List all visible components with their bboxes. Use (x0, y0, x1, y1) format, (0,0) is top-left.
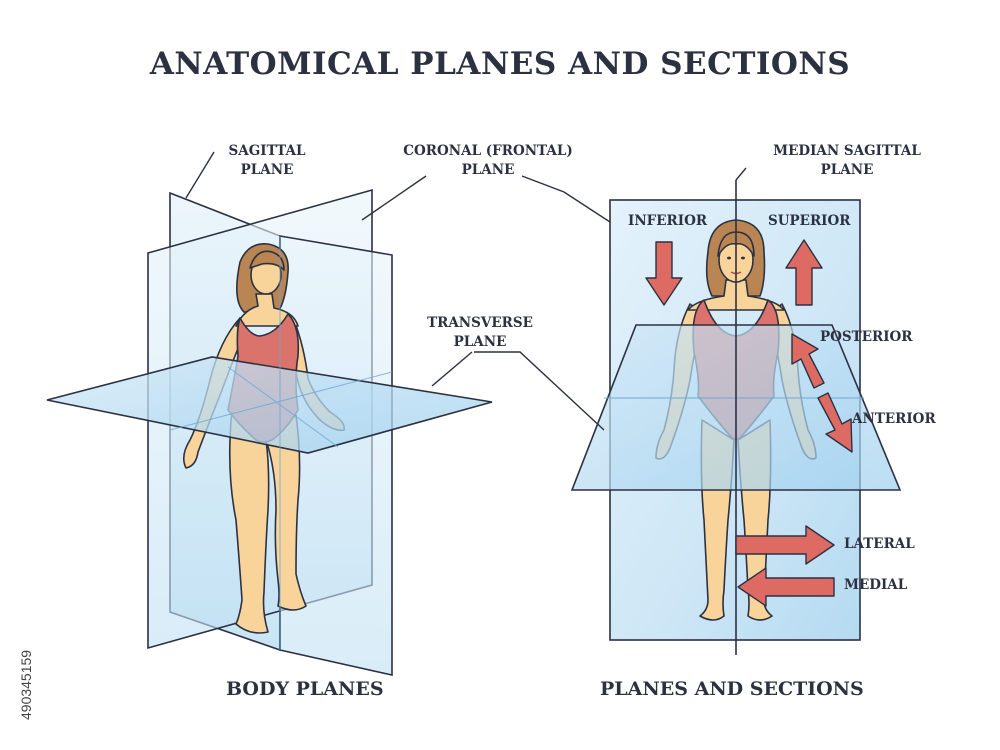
stock-id: 490345159 (16, 520, 36, 720)
superior-label: SUPERIOR (768, 213, 851, 229)
transverse-plane-left (46, 356, 493, 454)
lateral-label: LATERAL (844, 536, 915, 552)
medial-label: MEDIAL (844, 577, 908, 593)
posterior-label: POSTERIOR (820, 329, 913, 345)
median-sagittal-plane-label: MEDIAN SAGITTAL PLANE (752, 142, 942, 180)
medial-arrow (737, 567, 835, 607)
coronal-label-line1: CORONAL (FRONTAL) (403, 143, 573, 159)
coronal-label-line2: PLANE (461, 162, 515, 178)
plane-guides (169, 236, 393, 650)
median-label-line2: PLANE (820, 162, 874, 178)
leader-lines (185, 151, 747, 431)
transverse-label-line1: TRANSVERSE (427, 315, 533, 331)
page-title: ANATOMICAL PLANES AND SECTIONS (149, 46, 851, 82)
posterior-arrow (791, 333, 825, 389)
inferior-label: INFERIOR (628, 213, 708, 229)
coronal-plane-label: CORONAL (FRONTAL) PLANE (388, 142, 588, 180)
sagittal-plane-label: SAGITTAL PLANE (212, 142, 322, 180)
stock-id-text: 490345159 (18, 649, 34, 720)
median-label-line1: MEDIAN SAGITTAL (773, 143, 921, 159)
transverse-plane-label: TRANSVERSE PLANE (420, 314, 540, 352)
anterior-label: ANTERIOR (852, 411, 936, 427)
lateral-arrow (735, 525, 835, 565)
body-planes-caption: BODY PLANES (226, 678, 384, 700)
superior-arrow (785, 239, 823, 306)
transverse-label-line2: PLANE (453, 334, 507, 350)
sagittal-label-line1: SAGITTAL (228, 143, 306, 159)
anterior-arrow (817, 392, 853, 453)
inferior-arrow (645, 241, 683, 306)
planes-and-sections-caption: PLANES AND SECTIONS (600, 678, 864, 700)
sagittal-label-line2: PLANE (240, 162, 294, 178)
